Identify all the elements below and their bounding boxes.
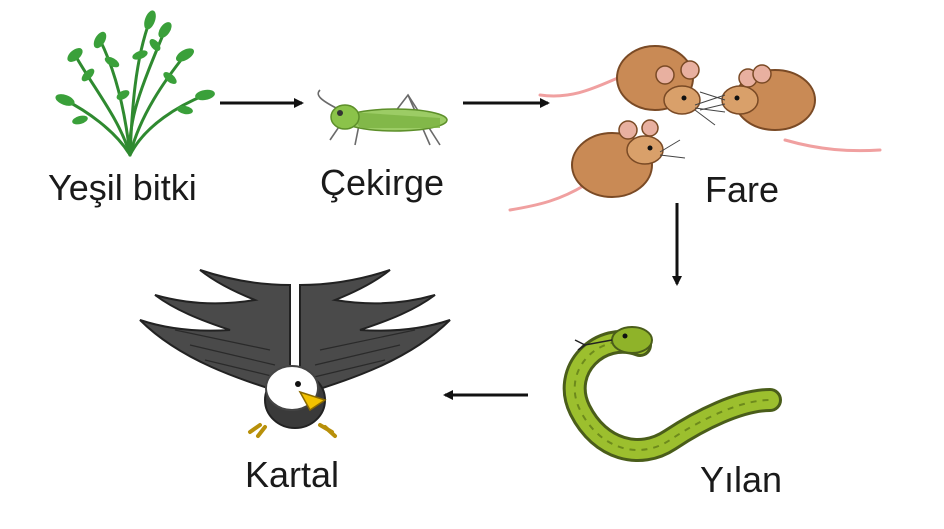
grasshopper-icon	[317, 89, 448, 146]
plant-icon	[55, 10, 215, 157]
node-label-grasshopper: Çekirge	[320, 162, 445, 203]
node-label-mouse: Fare	[705, 169, 780, 210]
node-label-eagle: Kartal	[245, 454, 340, 495]
snake-icon	[562, 326, 782, 462]
eagle-icon	[139, 269, 451, 438]
node-label-plant: Yeşil bitki	[48, 167, 197, 208]
mouse-icon	[508, 45, 882, 212]
node-label-snake: Yılan	[700, 459, 783, 500]
